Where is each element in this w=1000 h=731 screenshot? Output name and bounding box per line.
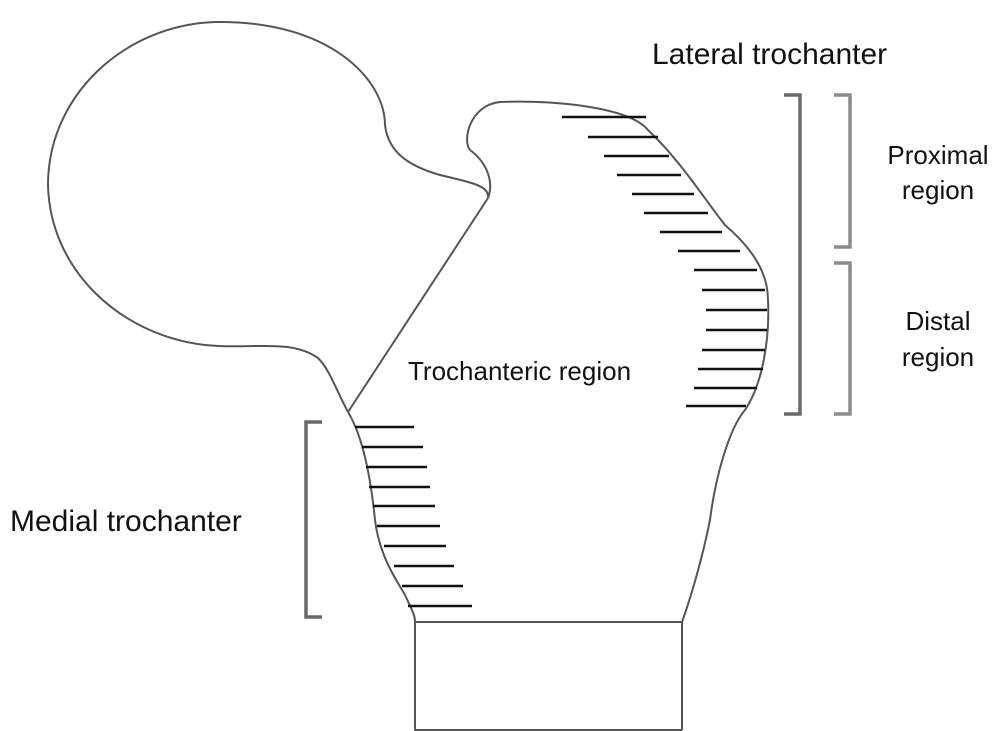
- distal-region-label-line2: region: [902, 342, 974, 372]
- femoral-head-outline: [48, 22, 488, 412]
- trochanter-lateral-outline: [467, 102, 768, 730]
- proximal-region-bracket: [834, 95, 850, 247]
- distal-region-label-line1: Distal: [905, 306, 970, 336]
- medial-trochanter-bracket: [306, 422, 322, 617]
- proximal-region-label-line2: region: [902, 175, 974, 205]
- trochanteric-region-label: Trochanteric region: [408, 356, 631, 386]
- medial-trochanter-label: Medial trochanter: [10, 505, 242, 538]
- medial-shaft-outline: [348, 412, 682, 730]
- lateral-trochanter-label: Lateral trochanter: [652, 38, 887, 71]
- distal-region-bracket: [834, 263, 850, 414]
- medial-hatch-lines: [355, 427, 472, 606]
- proximal-region-label-line1: Proximal: [887, 140, 988, 170]
- lateral-trochanter-bracket: [784, 95, 800, 414]
